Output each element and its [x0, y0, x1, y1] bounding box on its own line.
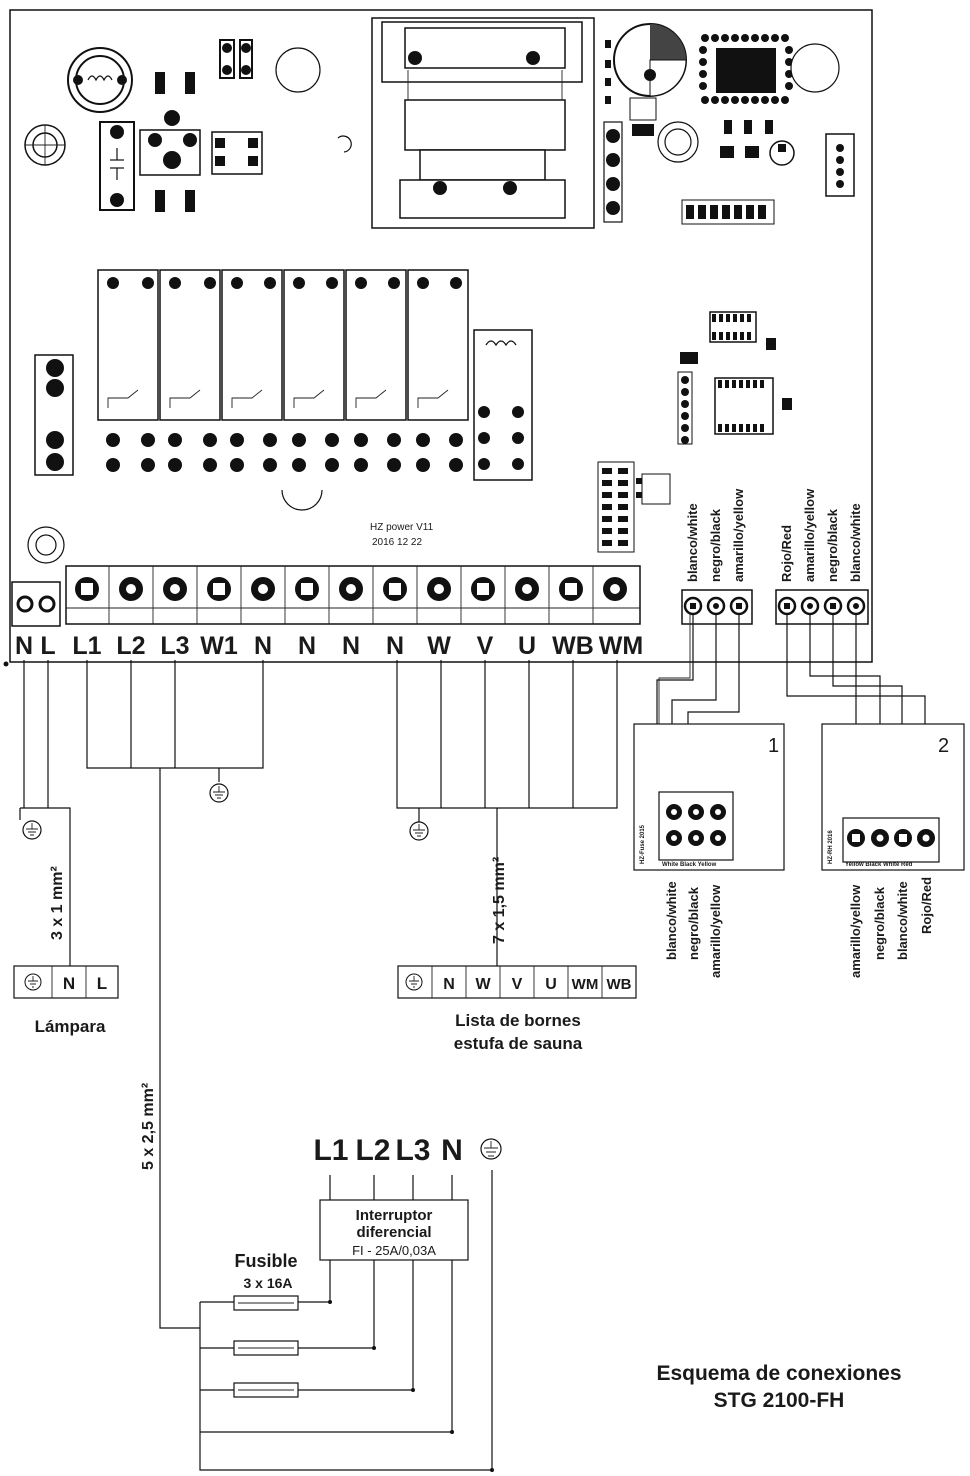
lamp-cable-label: 3 x 1 mm²	[49, 866, 66, 940]
ground-icon	[409, 821, 429, 841]
terminal-label-WB: WB	[552, 632, 594, 660]
heater-terminal-WM: WM	[572, 976, 599, 993]
rcd-label-line2: diferencial	[356, 1224, 431, 1241]
heater-label-line2: estufa de sauna	[454, 1034, 583, 1053]
supply-terminal-L3: L3	[395, 1134, 430, 1167]
diagram-caption-line2: STG 2100-FH	[714, 1389, 845, 1412]
heater-terminal-WB: WB	[607, 976, 632, 993]
wiring	[3, 614, 926, 1472]
relay-bank-icon	[27, 269, 533, 564]
module-bottom-label: White Black Yellow	[662, 862, 717, 868]
fuse-label: Fusible	[234, 1251, 297, 1271]
ground-icon	[22, 820, 42, 840]
module2-wire-label: Rojo/Red	[919, 877, 934, 934]
module-bottom-label: Yellow Black White Red	[845, 862, 913, 868]
ground-icon	[480, 1138, 502, 1160]
pcb-label: HZ power V11	[370, 522, 434, 533]
terminal-label-WM: WM	[599, 632, 643, 660]
rcd-box: Interruptor diferencial FI - 25A/0,03A	[319, 1199, 469, 1261]
terminal-label-N: N	[386, 632, 404, 660]
heater-terminal-W: W	[475, 976, 491, 993]
supply-terminal-L1: L1	[313, 1134, 348, 1167]
terminal-label-N: N	[254, 632, 272, 660]
control-board: HZ power V11 2016 12 22	[9, 9, 873, 663]
heater-terminal-U: U	[545, 976, 557, 993]
terminal-label-L3: L3	[160, 632, 189, 660]
ground-icon	[209, 783, 229, 803]
power-section-icon	[24, 39, 352, 212]
lamp-terminal-block: N L	[13, 965, 119, 999]
terminal-label-L1: L1	[72, 632, 101, 660]
module1-wire-label: negro/black	[686, 886, 701, 960]
sensor-module-2: 2 HZ-RH 2016 Yellow Black White Red	[821, 723, 965, 871]
heater-cable-label: 7 x 1,5 mm²	[491, 857, 508, 944]
module1-wire-label: blanco/white	[664, 881, 679, 960]
microcontroller-icon	[603, 23, 855, 225]
module2-wire-label: amarillo/yellow	[848, 884, 863, 978]
heater-terminal-N: N	[443, 976, 455, 993]
fuse-rating: 3 x 16A	[243, 1275, 292, 1291]
module-side-label: HZ-Fuse 2015	[640, 824, 646, 864]
terminal-label-W1: W1	[200, 632, 238, 660]
module1-wire-label: amarillo/yellow	[708, 884, 723, 978]
supply-cable-label: 5 x 2,5 mm²	[140, 1083, 157, 1170]
fuse-icon	[233, 1340, 299, 1356]
connector1-wire-label: blanco/white	[685, 503, 700, 582]
sensor-connector-2	[775, 589, 869, 625]
main-terminal-strip	[11, 565, 641, 627]
heater-terminal-V: V	[512, 976, 523, 993]
terminal-label-U: U	[518, 632, 536, 660]
diagram-caption-line1: Esquema de conexiones	[656, 1362, 901, 1385]
terminal-label-N: N	[342, 632, 360, 660]
connector2-wire-label: Rojo/Red	[779, 525, 794, 582]
module-number: 2	[938, 735, 949, 757]
connector1-wire-label: amarillo/yellow	[731, 488, 746, 582]
terminal-label-L2: L2	[116, 632, 145, 660]
heater-terminal-block: N W V U WM WB	[397, 965, 637, 999]
ground-icon	[405, 973, 423, 991]
connector1-wire-label: negro/black	[708, 508, 723, 582]
module2-wire-label: blanco/white	[895, 881, 910, 960]
heater-label-line1: Lista de bornes	[455, 1011, 581, 1030]
lamp-terminal-N: N	[63, 974, 75, 993]
transformer-icon	[371, 17, 595, 229]
sensor-module-1: 1 HZ-Fuse 2015 White Black Yellow	[633, 723, 785, 871]
connector2-wire-label: blanco/white	[848, 503, 863, 582]
module-number: 1	[768, 735, 779, 757]
terminal-label-L: L	[40, 632, 55, 660]
module2-wire-label: negro/black	[872, 886, 887, 960]
ic-chip-icon	[597, 311, 792, 553]
rcd-rating: FI - 25A/0,03A	[352, 1243, 436, 1258]
terminal-label-W: W	[427, 632, 451, 660]
lamp-terminal-L: L	[97, 974, 107, 993]
terminal-label-N: N	[298, 632, 316, 660]
screw-terminal-icon	[75, 577, 627, 601]
module-side-label: HZ-RH 2016	[828, 830, 834, 864]
rcd-label-line1: Interruptor	[356, 1207, 433, 1224]
terminal-label-V: V	[477, 632, 494, 660]
fuse-icon	[233, 1382, 299, 1398]
ground-icon	[24, 973, 42, 991]
pcb-date: 2016 12 22	[372, 537, 422, 548]
supply-terminal-N: N	[441, 1134, 463, 1167]
supply-terminal-L2: L2	[355, 1134, 390, 1167]
lamp-label: Lámpara	[35, 1017, 106, 1036]
terminal-label-N: N	[15, 632, 33, 660]
connector2-wire-label: amarillo/yellow	[802, 488, 817, 582]
fuse-icon	[233, 1295, 299, 1311]
connector2-wire-label: negro/black	[825, 508, 840, 582]
terminal-labels: N L L1 L2 L3 W1 N N N N W V U WB WM	[15, 632, 643, 660]
